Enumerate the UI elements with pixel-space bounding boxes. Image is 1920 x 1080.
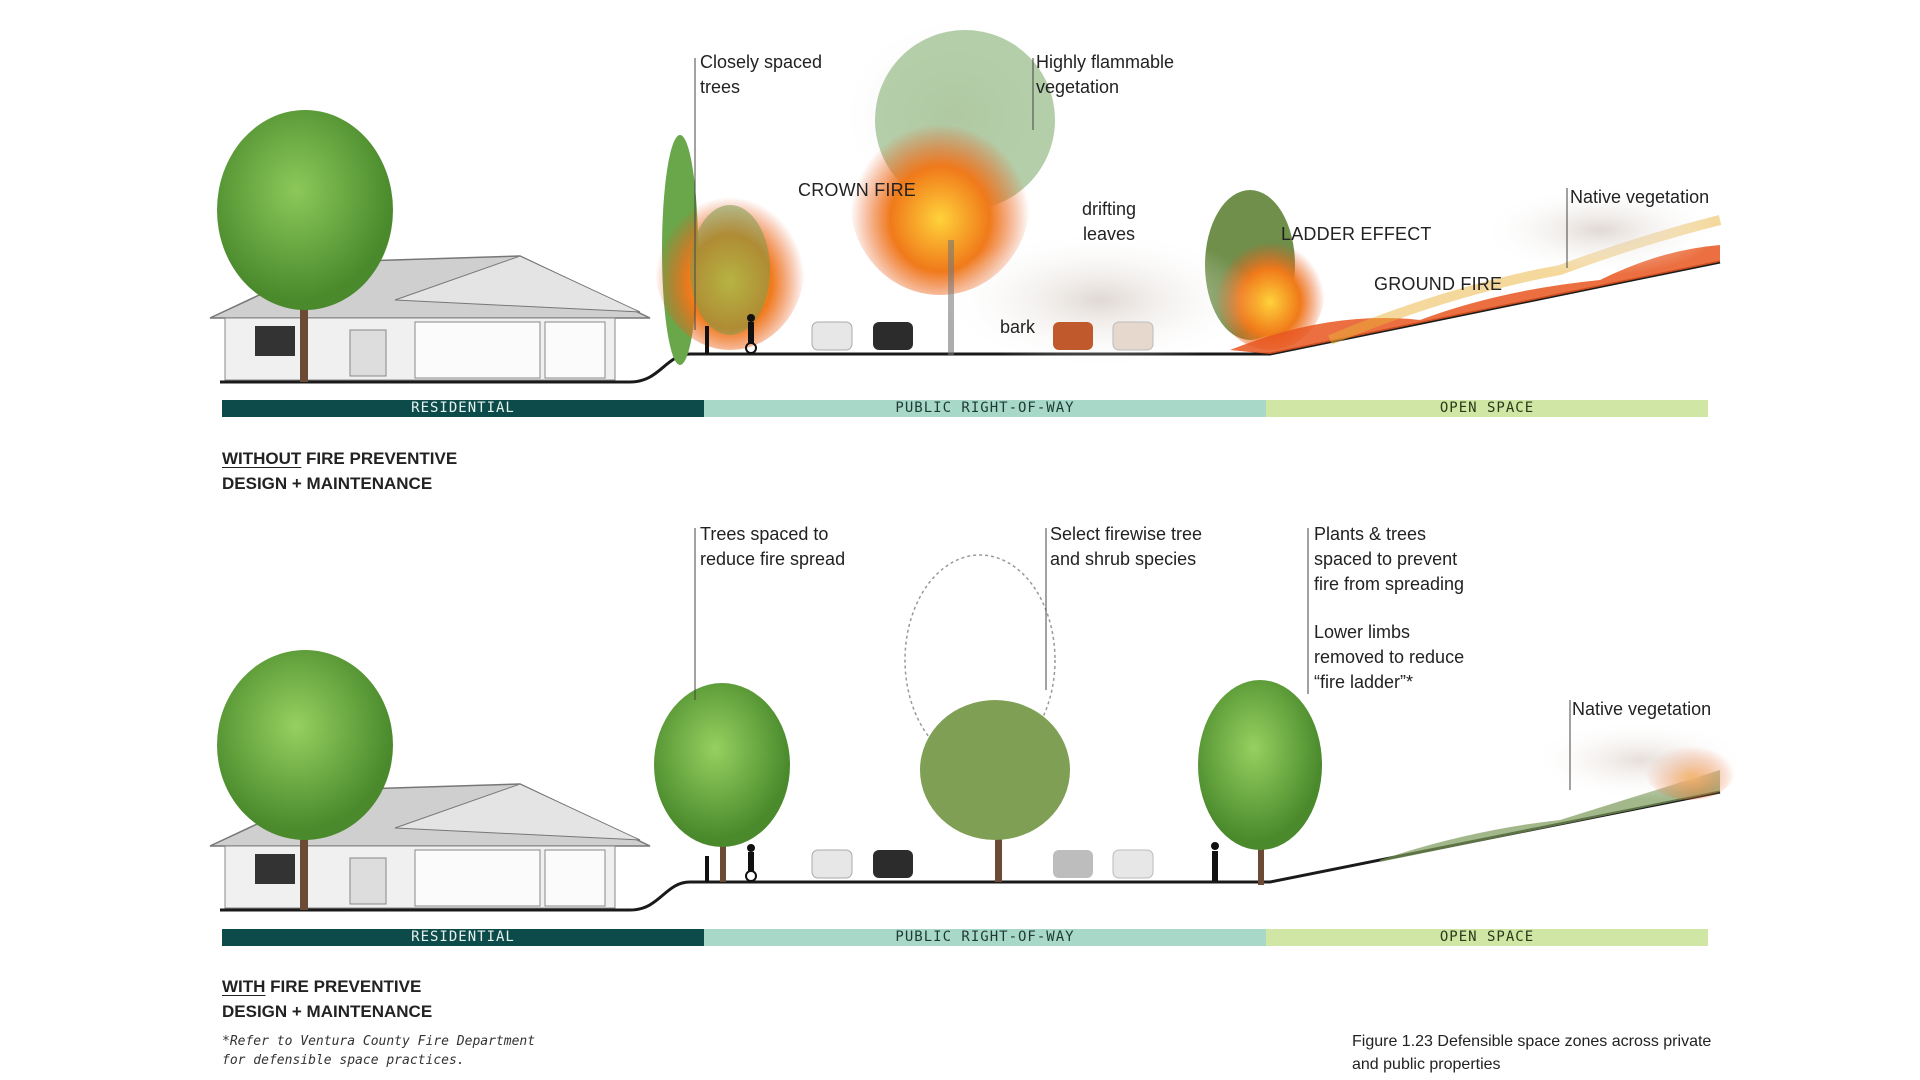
zone-residential: RESIDENTIAL [222, 929, 704, 946]
cyclist-icon [745, 314, 757, 354]
annotation-crown-fire: CROWN FIRE [798, 180, 916, 200]
annotation-bark: bark [1000, 317, 1036, 337]
car-icon [873, 322, 913, 350]
ground-line [220, 260, 1721, 384]
car-icon [811, 849, 853, 879]
car-icon [1053, 322, 1093, 350]
car-icon [1112, 849, 1154, 879]
annotation-drifting-leaves: drifting leaves [1082, 199, 1137, 244]
footnote: *Refer to Ventura County Fire Department… [222, 1034, 536, 1068]
tree-icon [217, 110, 393, 382]
annotation-native-vegetation: Native vegetation [1572, 699, 1712, 719]
ground-line [220, 790, 1721, 912]
top-section-title: WITHOUT FIRE PREVENTIVE DESIGN + MAINTEN… [222, 449, 458, 493]
zone-public-right-of-way: PUBLIC RIGHT-OF-WAY [704, 400, 1266, 417]
annotation-highly-flammable: Highly flammable vegetation [1036, 52, 1175, 97]
annotation-ladder-effect: LADDER EFFECT [1281, 224, 1432, 244]
car-icon [873, 850, 913, 878]
tree-icon [690, 205, 770, 335]
top-section-illustration [209, 15, 1722, 384]
fire-icon [850, 105, 1030, 295]
zone-open-space: OPEN SPACE [1266, 400, 1708, 417]
zone-public-right-of-way: PUBLIC RIGHT-OF-WAY [704, 929, 1266, 946]
car-icon [1053, 850, 1093, 878]
tree-icon [920, 700, 1070, 882]
pedestrian-icon [1211, 842, 1219, 881]
annotation-trees-spaced: Trees spaced to reduce fire spread [700, 524, 846, 569]
figure-caption: Figure 1.23 Defensible space zones acros… [1352, 1033, 1712, 1073]
annotation-lower-limbs: Lower limbs removed to reduce “fire ladd… [1314, 622, 1465, 692]
annotation-select-firewise: Select firewise tree and shrub species [1050, 524, 1203, 569]
annotation-closely-spaced: Closely spaced trees [700, 52, 823, 97]
zone-residential: RESIDENTIAL [222, 400, 704, 417]
car-icon [811, 321, 853, 351]
zone-open-space: OPEN SPACE [1266, 929, 1708, 946]
annotation-plants-trees: Plants & trees spaced to prevent fire fr… [1314, 524, 1465, 594]
tree-icon [217, 650, 393, 910]
tree-icon [1198, 680, 1322, 885]
bottom-section-title: WITH FIRE PREVENTIVE DESIGN + MAINTENANC… [222, 977, 433, 1021]
annotation-ground-fire: GROUND FIRE [1374, 274, 1503, 294]
tree-icon [654, 683, 790, 882]
car-icon [1112, 321, 1154, 351]
annotation-native-vegetation: Native vegetation [1570, 187, 1710, 207]
cyclist-icon [745, 844, 757, 882]
